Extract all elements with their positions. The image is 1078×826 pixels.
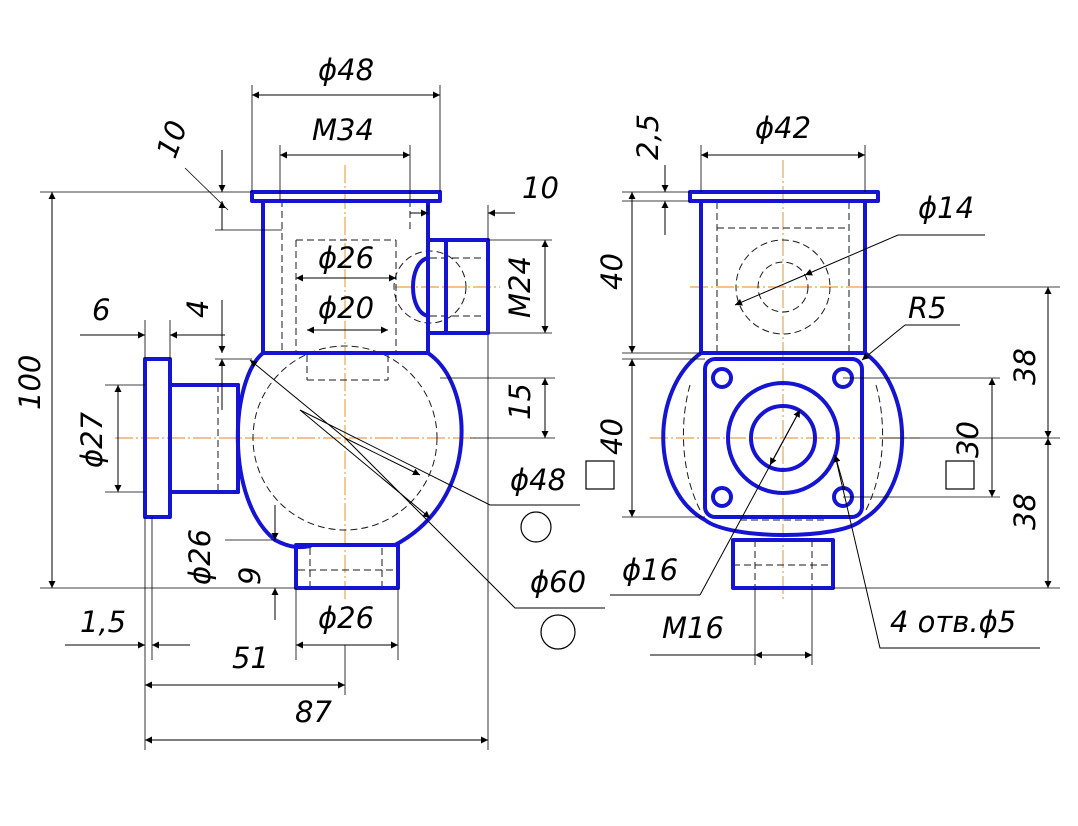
dim-r5: R5 bbox=[908, 291, 947, 325]
dim-87: 87 bbox=[295, 695, 332, 729]
dim-d14: ϕ14 bbox=[918, 191, 974, 225]
side-top-flange bbox=[688, 190, 880, 203]
side-dimension-lines bbox=[610, 145, 1060, 665]
dim-15: 15 bbox=[503, 383, 537, 420]
dim-m24: M24 bbox=[503, 256, 537, 318]
front-dimension-texts: ϕ48 M34 10 10 ϕ26 ϕ20 M24 6 4 100 ϕ27 15… bbox=[13, 53, 586, 729]
circle-symbol-small bbox=[520, 511, 552, 543]
dim-d48-top: ϕ48 bbox=[318, 53, 374, 87]
outlet-outer bbox=[726, 381, 840, 495]
dim-40-top: 40 bbox=[595, 253, 629, 290]
dim-d20: ϕ20 bbox=[318, 291, 374, 325]
dim-10-top: 10 bbox=[150, 116, 195, 162]
dim-d60: ϕ60 bbox=[530, 565, 586, 599]
dim-2-5: 2,5 bbox=[631, 114, 665, 160]
dim-38-bottom: 38 bbox=[1008, 493, 1042, 530]
dim-d27: ϕ27 bbox=[75, 411, 109, 468]
front-outline bbox=[143, 190, 490, 590]
dim-100: 100 bbox=[13, 355, 47, 410]
side-body bbox=[661, 351, 905, 537]
dim-38-top: 38 bbox=[1008, 348, 1042, 385]
right-nozzle bbox=[426, 238, 490, 335]
circle-symbol-large bbox=[540, 614, 576, 650]
right-nozzle-fillet bbox=[411, 256, 430, 318]
dim-51: 51 bbox=[232, 641, 269, 675]
dim-40-mid: 40 bbox=[595, 418, 629, 455]
dim-d26-left: ϕ26 bbox=[183, 529, 217, 585]
side-view: 2,5 ϕ42 ϕ14 40 R5 38 40 30 38 ϕ16 M16 4 … bbox=[595, 111, 1060, 665]
side-bottom-boss bbox=[731, 538, 835, 590]
bolt-hole-tl bbox=[711, 367, 733, 389]
square-symbol-front bbox=[585, 460, 615, 490]
dim-d26-upper: ϕ26 bbox=[318, 241, 374, 275]
bottom-boss bbox=[294, 543, 400, 590]
dim-d42: ϕ42 bbox=[755, 111, 811, 145]
dim-4-holes: 4 отв.ϕ5 bbox=[890, 605, 1016, 639]
square-symbol-side bbox=[945, 460, 975, 490]
left-flange bbox=[143, 357, 172, 519]
bolt-hole-bl bbox=[711, 486, 733, 508]
side-outline bbox=[661, 190, 905, 590]
side-dimension-texts: 2,5 ϕ42 ϕ14 40 R5 38 40 30 38 ϕ16 M16 4 … bbox=[595, 111, 1042, 645]
dim-m16: M16 bbox=[662, 611, 724, 645]
dim-1-5: 1,5 bbox=[80, 605, 126, 639]
dim-d26-bottom: ϕ26 bbox=[318, 601, 374, 635]
top-flange bbox=[250, 190, 442, 203]
side-square-flange bbox=[703, 357, 864, 519]
dim-6: 6 bbox=[92, 293, 110, 327]
dim-4: 4 bbox=[181, 300, 215, 318]
dim-9: 9 bbox=[233, 567, 267, 585]
body-left-arc bbox=[235, 351, 277, 542]
dim-30: 30 bbox=[951, 421, 985, 458]
dim-d16: ϕ16 bbox=[622, 553, 678, 587]
dim-d48-mid: ϕ48 bbox=[510, 463, 566, 497]
body-right-arc bbox=[393, 351, 464, 547]
front-dimension-lines bbox=[40, 85, 605, 750]
outlet-inner bbox=[749, 404, 817, 472]
dim-10-right: 10 bbox=[522, 171, 559, 205]
dim-m34: M34 bbox=[312, 113, 374, 147]
front-view: ϕ48 M34 10 10 ϕ26 ϕ20 M24 6 4 100 ϕ27 15… bbox=[13, 53, 615, 750]
